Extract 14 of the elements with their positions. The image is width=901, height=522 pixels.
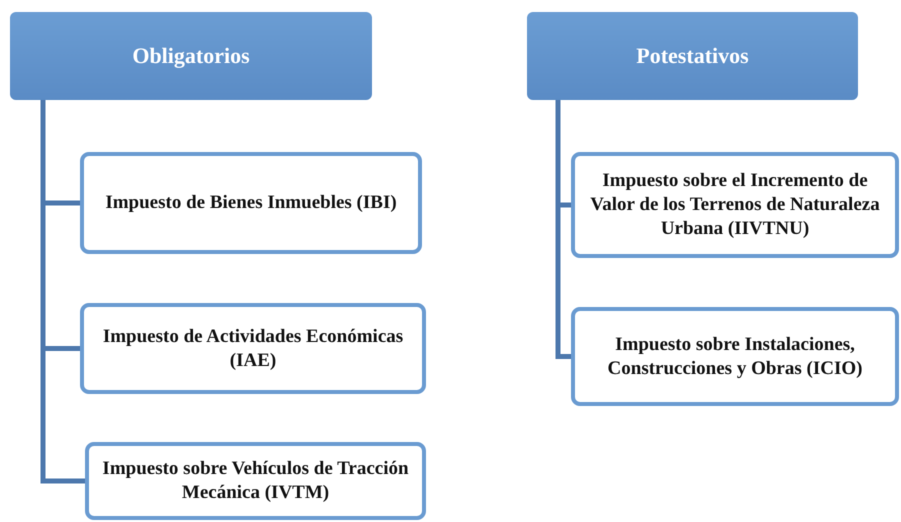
box-text: Potestativos	[636, 43, 749, 69]
box-text: Impuesto sobre el Incremento de Valor de los Terrenos de Naturaleza Urbana (IIVTNU)	[589, 169, 881, 241]
category-header-box	[10, 12, 372, 100]
tax-box	[85, 442, 426, 520]
box-text: Impuesto de Actividades Económicas (IAE)	[102, 324, 404, 372]
box-text: Impuesto de Bienes Inmuebles (IBI)	[105, 191, 397, 215]
tax-box	[80, 303, 426, 394]
box-text: Impuesto sobre Vehículos de Tracción Mecánica (IVTM)	[101, 457, 410, 505]
box-text: Impuesto sobre Instalaciones, Construcciones y Obras (ICIO)	[606, 332, 864, 380]
box-text: Obligatorios	[132, 43, 250, 69]
tax-box	[80, 152, 422, 254]
tax-box	[571, 152, 899, 258]
tax-box	[571, 307, 899, 406]
category-header-box	[527, 12, 858, 100]
